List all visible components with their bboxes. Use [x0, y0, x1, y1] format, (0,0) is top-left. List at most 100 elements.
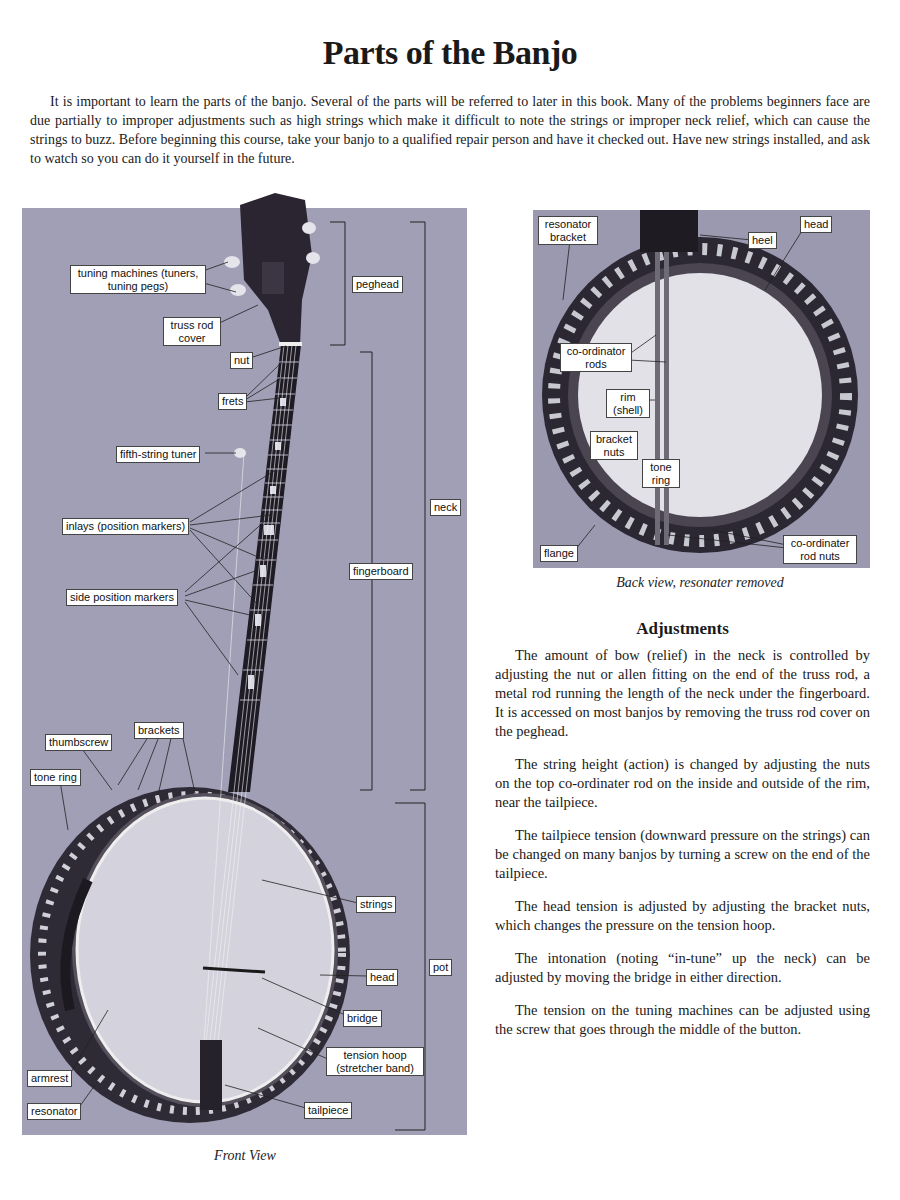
banjo-front [262, 509, 282, 510]
body-paragraph: The tension on the tuning machines can b… [495, 1001, 870, 1039]
part-label: tone ring [642, 459, 680, 488]
section-label: neck [430, 499, 461, 516]
leader-line [250, 346, 286, 358]
adjustments-column: AdjustmentsThe amount of bow (relief) in… [495, 618, 870, 1053]
banjo-back [578, 273, 822, 517]
part-label: thumbscrew [45, 734, 112, 751]
leader-line [668, 535, 787, 548]
banjo-front [264, 525, 274, 535]
leader-line [262, 880, 358, 903]
section-label: peghead [352, 276, 403, 293]
banjo-front [42, 795, 342, 1111]
leader-line [258, 1028, 330, 1060]
part-label: head [366, 969, 398, 986]
banjo-front [240, 699, 260, 700]
part-label: truss rod cover [163, 317, 221, 346]
part-label: rim (shell) [606, 389, 650, 418]
banjo-front [240, 193, 312, 345]
banjo-front [240, 362, 299, 700]
leader-line [185, 570, 258, 596]
banjo-front [30, 787, 350, 1123]
banjo-front [270, 486, 276, 494]
banjo-back [542, 237, 858, 553]
banjo-front [279, 342, 302, 346]
banjo-front [263, 496, 283, 497]
banjo-front [258, 539, 278, 540]
banjo-front [214, 345, 292, 1042]
part-label: tone ring [30, 769, 81, 786]
leader-line [190, 528, 265, 560]
leader-line [70, 1010, 108, 1074]
part-label: brackets [134, 722, 184, 739]
part-label: tension hoop (stretcher band) [326, 1047, 424, 1076]
leader-line [320, 975, 368, 976]
leader-line [118, 734, 150, 785]
banjo-front [248, 398, 286, 689]
section-label: fingerboard [349, 563, 413, 580]
bracket-line [330, 222, 345, 345]
leader-line [225, 1085, 306, 1108]
part-label: side position markers [66, 589, 178, 606]
leader-line [205, 453, 236, 454]
banjo-front [270, 439, 290, 440]
banjo-front [206, 345, 284, 1042]
part-label: tuning machines (tuners, tuning pegs) [70, 265, 206, 294]
banjo-front [210, 345, 288, 1042]
leader-line [575, 525, 595, 550]
banjo-front [247, 639, 267, 640]
body-paragraph: The intonation (noting “in-tune” up the … [495, 949, 870, 987]
leader-line [215, 305, 258, 325]
intro-paragraph: It is important to learn the parts of th… [30, 92, 870, 168]
leader-line [80, 1085, 95, 1106]
part-label: co-ordinater rod nuts [783, 535, 857, 564]
banjo-back [664, 250, 669, 545]
part-label: head [800, 216, 832, 233]
banjo-back [568, 263, 832, 527]
section-label: pot [429, 959, 452, 976]
leader-line [245, 378, 281, 400]
banjo-front [256, 559, 276, 560]
leader-line [190, 530, 258, 605]
part-label: flange [540, 545, 578, 562]
leader-line [185, 600, 250, 615]
banjo-front [262, 262, 284, 294]
banjo-front [255, 614, 261, 626]
part-label: bracket nuts [590, 431, 638, 460]
banjo-front [268, 454, 288, 455]
body-paragraph: The head tension is adjusted by adjustin… [495, 897, 870, 935]
part-label: strings [356, 896, 396, 913]
part-label: resonator [27, 1103, 81, 1120]
banjo-front [204, 453, 244, 1042]
bracket-line [395, 803, 425, 1130]
bracket-line [410, 222, 425, 790]
leader-line [190, 515, 271, 525]
page-title: Parts of the Banjo [0, 34, 900, 71]
banjo-front [203, 968, 265, 972]
banjo-front [65, 880, 88, 1010]
photo-panel [22, 208, 467, 1135]
bracket-line [330, 222, 425, 1130]
leader-line [190, 470, 276, 522]
part-label: armrest [27, 1070, 72, 1087]
banjo-back [542, 210, 858, 553]
banjo-front [250, 609, 270, 610]
photo-panel [533, 210, 870, 568]
banjo-back [655, 250, 660, 545]
part-label: fifth-string tuner [116, 446, 200, 463]
leader-line [185, 602, 238, 675]
section-heading: Adjustments [495, 618, 870, 640]
banjo-front [218, 345, 296, 1042]
leader-line [138, 734, 160, 790]
part-label: inlays (position markers) [62, 518, 189, 535]
leader-line [245, 398, 280, 402]
part-label: heel [748, 232, 777, 249]
leader-line [712, 530, 787, 545]
banjo-front [275, 393, 295, 394]
photo-panel [22, 208, 870, 1135]
figure-caption: Back view, resonater removed [560, 575, 840, 592]
body-paragraph: The amount of bow (relief) in the neck i… [495, 646, 870, 741]
banjo-front [228, 345, 301, 792]
leader-line [628, 335, 656, 355]
leader-line [700, 235, 752, 240]
